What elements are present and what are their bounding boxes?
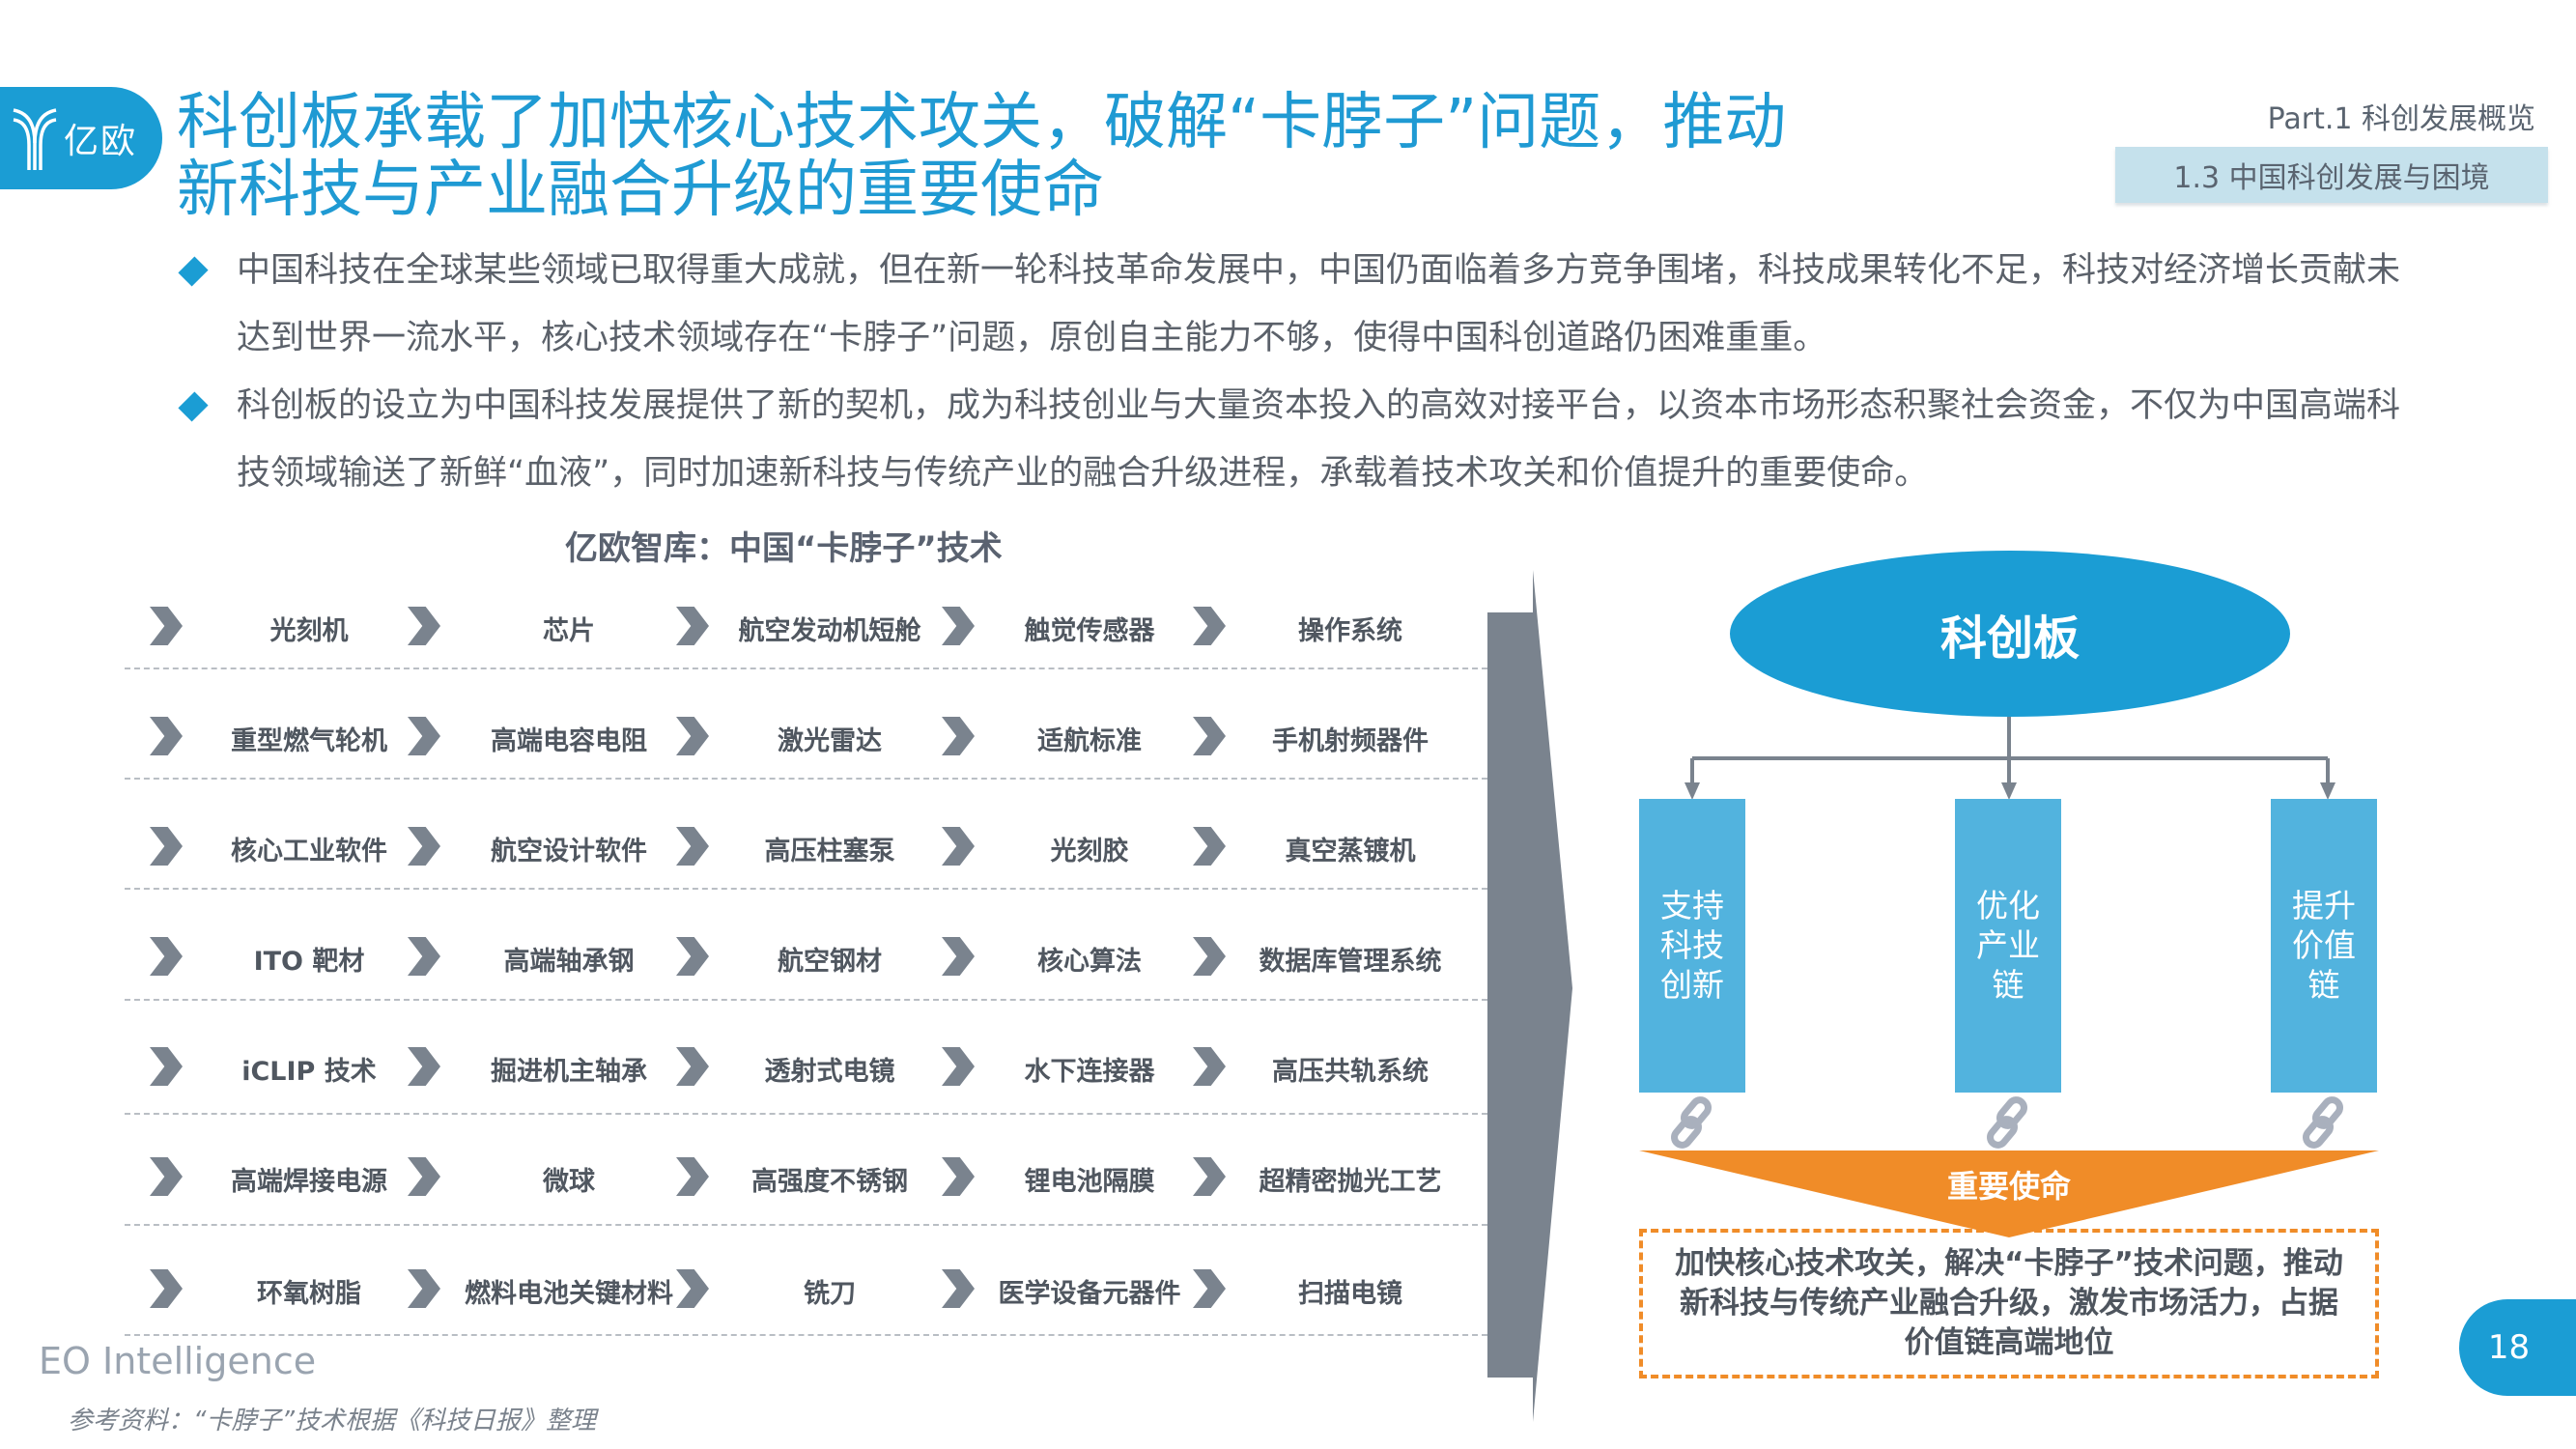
bullet-list: 中国科技在全球某些领域已取得重大成就，但在新一轮科技革命发展中，中国仍面临着多方… xyxy=(174,237,2424,507)
tech-item: 操作系统 xyxy=(1298,616,1402,646)
chain-link-icon xyxy=(2303,1096,2343,1149)
diamond-bullet-icon xyxy=(178,256,209,287)
chevron-right-icon xyxy=(150,827,183,866)
tech-item: ITO 靶材 xyxy=(253,947,365,977)
page-number-badge: 18 xyxy=(2459,1299,2576,1396)
chevron-right-icon xyxy=(942,1157,975,1196)
mission-triangle xyxy=(1639,1151,2379,1237)
chevron-right-icon xyxy=(150,1157,183,1196)
chevron-right-icon xyxy=(150,1269,183,1308)
tech-item: 真空蒸镀机 xyxy=(1285,837,1416,867)
eo-logo-icon xyxy=(13,108,57,170)
chevron-right-icon xyxy=(150,607,183,645)
footer-brand: EO Intelligence xyxy=(39,1340,317,1382)
tech-item: 重型燃气轮机 xyxy=(231,726,387,756)
center-ellipse: 科创板 xyxy=(1730,551,2290,717)
chevron-right-icon xyxy=(942,1047,975,1086)
section-ribbon: 1.3 中国科创发展与困境 xyxy=(2115,147,2548,203)
tree-connector xyxy=(1684,717,2335,800)
tech-item: 高端焊接电源 xyxy=(231,1167,387,1197)
tech-item: 触觉传感器 xyxy=(1024,616,1155,646)
tech-item: 微球 xyxy=(543,1167,595,1197)
chain-link-icon xyxy=(1671,1096,1712,1149)
tech-item: 核心工业软件 xyxy=(231,837,387,867)
box-optimize-industry-chain: 优化产业链 xyxy=(1955,799,2061,1093)
tech-item: 掘进机主轴承 xyxy=(491,1057,647,1087)
tech-item: 航空发动机短舱 xyxy=(738,616,921,646)
tech-item: 适航标准 xyxy=(1037,726,1142,756)
tech-item: 燃料电池关键材料 xyxy=(465,1279,673,1309)
page-title: 科创板承载了加快核心技术攻关，破解“卡脖子”问题，推动 新科技与产业融合升级的重… xyxy=(177,89,1964,224)
bullet-text: 科创板的设立为中国科技发展提供了新的契机，成为科技创业与大量资本投入的高效对接平… xyxy=(237,386,2401,493)
eo-logo: 亿欧 xyxy=(0,87,162,189)
chevron-right-icon xyxy=(150,937,183,976)
diamond-bullet-icon xyxy=(178,391,209,422)
tech-item: 数据库管理系统 xyxy=(1259,947,1442,977)
chevron-right-icon xyxy=(942,717,975,755)
footer-source: 参考资料：“卡脖子”技术根据《科技日报》整理 xyxy=(68,1406,596,1435)
tech-item: 芯片 xyxy=(543,616,595,646)
tech-item: 激光雷达 xyxy=(778,726,882,756)
chevron-right-icon xyxy=(942,607,975,645)
tech-item: 航空钢材 xyxy=(778,947,882,977)
tech-item: 核心算法 xyxy=(1037,947,1142,977)
mission-text: 加快核心技术攻关，解决“卡脖子”技术问题，推动新科技与传统产业融合升级，激发市场… xyxy=(1675,1246,2343,1360)
tech-item: 航空设计软件 xyxy=(491,837,647,867)
logo-text: 亿欧 xyxy=(64,122,138,161)
mission-box: 加快核心技术攻关，解决“卡脖子”技术问题，推动新科技与传统产业融合升级，激发市场… xyxy=(1639,1229,2379,1378)
row-divider xyxy=(125,1334,1487,1336)
tech-item: 铣刀 xyxy=(804,1279,856,1309)
row-divider xyxy=(125,778,1487,780)
bullet-text: 中国科技在全球某些领域已取得重大成就，但在新一轮科技革命发展中，中国仍面临着多方… xyxy=(237,251,2401,357)
tech-item: 高端电容电阻 xyxy=(491,726,647,756)
tech-item: 扫描电镜 xyxy=(1298,1279,1402,1309)
tech-item: 锂电池隔膜 xyxy=(1024,1167,1155,1197)
tech-item: 高强度不锈钢 xyxy=(751,1167,908,1197)
tech-item: 光刻机 xyxy=(269,616,349,646)
row-divider xyxy=(125,888,1487,890)
section-label: 1.3 中国科创发展与困境 xyxy=(2173,161,2490,195)
row-divider xyxy=(125,999,1487,1001)
tech-item: iCLIP 技术 xyxy=(241,1057,377,1087)
bullet-item: 中国科技在全球某些领域已取得重大成就，但在新一轮科技革命发展中，中国仍面临着多方… xyxy=(174,237,2424,372)
chain-link-icon xyxy=(1987,1096,2027,1149)
tech-item: 高压共轨系统 xyxy=(1272,1057,1429,1087)
box-label: 优化产业链 xyxy=(1976,887,2040,1004)
tech-item: 手机射频器件 xyxy=(1272,726,1429,756)
tech-item: 环氧树脂 xyxy=(257,1279,361,1309)
row-divider xyxy=(125,1224,1487,1226)
bullet-item: 科创板的设立为中国科技发展提供了新的契机，成为科技创业与大量资本投入的高效对接平… xyxy=(174,372,2424,507)
chevron-right-icon xyxy=(942,827,975,866)
chevron-right-icon xyxy=(942,937,975,976)
tech-item: 超精密抛光工艺 xyxy=(1259,1167,1442,1197)
row-divider xyxy=(125,668,1487,669)
title-line-1: 科创板承载了加快核心技术攻关，破解“卡脖子”问题，推动 xyxy=(177,87,1787,158)
box-support-innovation: 支持科技创新 xyxy=(1639,799,1745,1093)
grid-title: 亿欧智库：中国“卡脖子”技术 xyxy=(565,529,1003,568)
chevron-right-icon xyxy=(150,717,183,755)
page-number: 18 xyxy=(2487,1328,2531,1367)
box-label: 提升价值链 xyxy=(2292,887,2356,1004)
title-line-2: 新科技与产业融合升级的重要使命 xyxy=(177,155,1104,226)
chevron-right-icon xyxy=(150,1047,183,1086)
mission-label: 重要使命 xyxy=(1946,1168,2071,1205)
tech-item: 高压柱塞泵 xyxy=(764,837,895,867)
tech-item: 水下连接器 xyxy=(1024,1057,1155,1087)
tech-item: 透射式电镜 xyxy=(764,1057,895,1087)
center-label: 科创板 xyxy=(1939,611,2080,666)
tech-item: 光刻胶 xyxy=(1050,837,1129,867)
tech-item: 高端轴承钢 xyxy=(503,947,635,977)
box-enhance-value-chain: 提升价值链 xyxy=(2271,799,2377,1093)
row-divider xyxy=(125,1113,1487,1115)
chevron-right-icon xyxy=(942,1269,975,1308)
big-right-arrow-icon xyxy=(1487,570,1572,1422)
tech-item: 医学设备元器件 xyxy=(998,1279,1181,1309)
part-label: Part.1 科创发展概览 xyxy=(2267,102,2535,136)
box-label: 支持科技创新 xyxy=(1660,887,1724,1004)
